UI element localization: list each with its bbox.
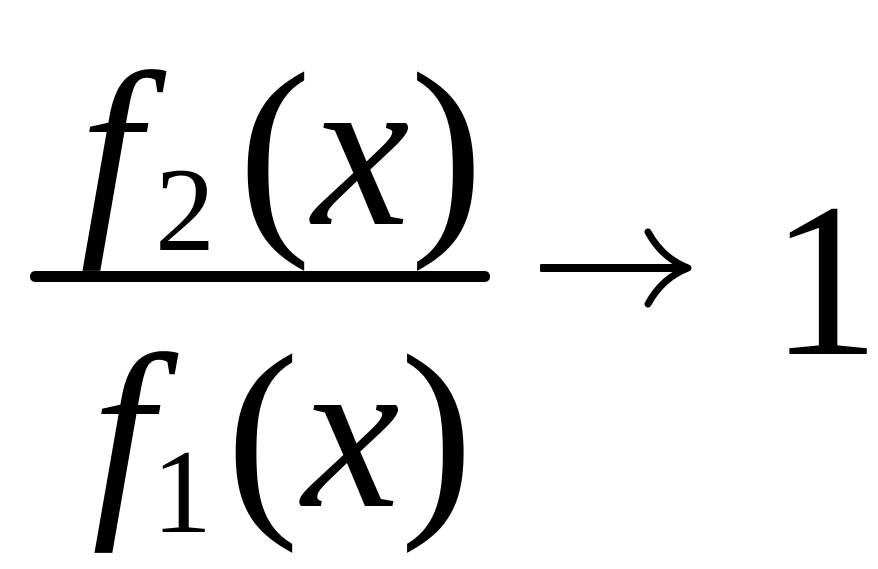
right-arrow-icon [540,228,692,308]
limit-result: 1 [770,158,878,402]
denominator-subscript: 1 [152,425,212,558]
numerator-close-paren: ) [410,28,484,272]
numerator-function-name: f [80,28,142,272]
denominator-variable: x [302,310,400,554]
numerator-open-paren: ( [238,28,312,272]
fraction-bar [30,271,490,282]
numerator-variable: x [312,28,410,272]
numerator-subscript: 2 [155,143,215,276]
denominator-close-paren: ) [400,310,474,554]
denominator-function-name: f [92,310,154,554]
denominator-open-paren: ( [226,310,300,554]
